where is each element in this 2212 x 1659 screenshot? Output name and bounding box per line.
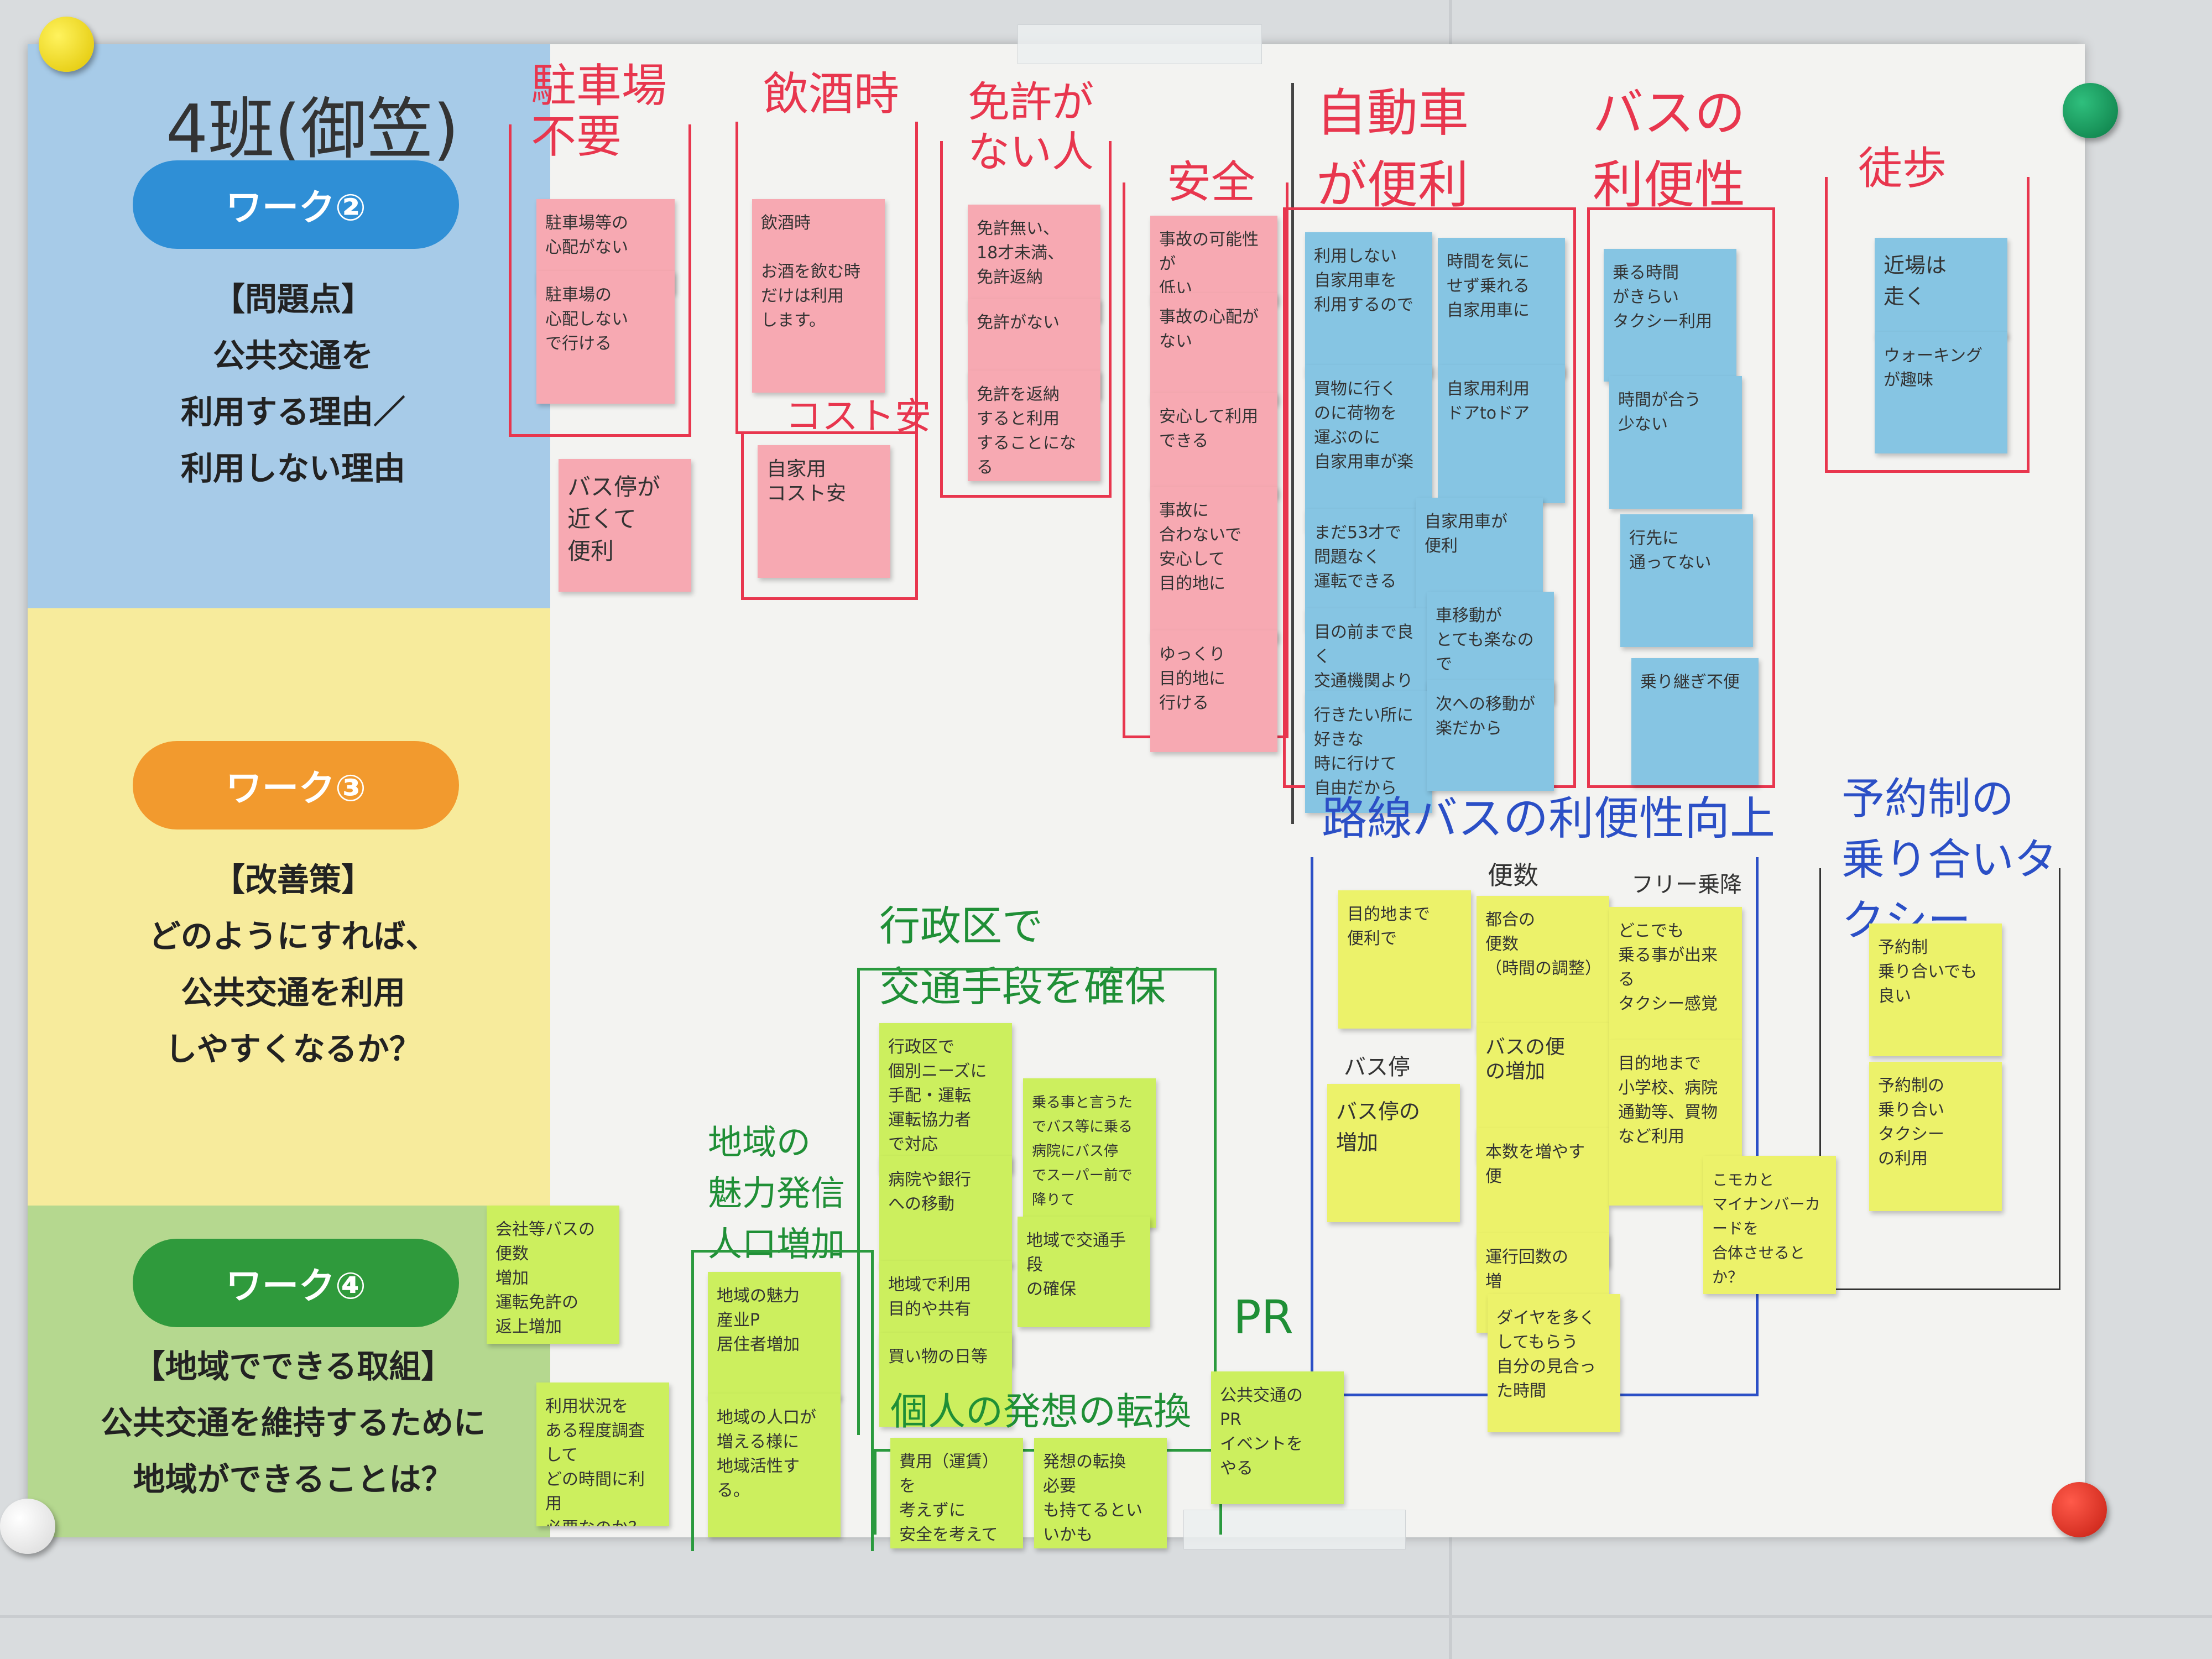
heading-pr: PR xyxy=(1233,1290,1294,1344)
work3-question: 【改善策】 どのようにすれば、 公共交通を利用 しやすくなるか？ xyxy=(148,861,438,1068)
bracket-bus xyxy=(1587,207,1775,788)
sticky-note: 乗り継ぎ不便 xyxy=(1631,658,1759,785)
red-magnet-icon xyxy=(2052,1482,2107,1537)
sticky-note: 公共交通の PR イベントを やる xyxy=(1211,1371,1344,1504)
poster-board: 4班(御笠) ワーク② 【問題点】 公共交通を 利用する理由／ 利用しない理由 … xyxy=(28,24,2085,1551)
band-work2 xyxy=(28,44,550,608)
sticky-note: 乗る事と言うた でバス等に乗る 病院にバス停 でスーパー前で 降りて xyxy=(1023,1078,1156,1228)
sticky-note: 次への移動が 楽だから xyxy=(1427,680,1554,791)
heading-bus: バスの 利便性 xyxy=(1593,84,1746,215)
sticky-note: 地域の魅力 産业P 居住者増加 xyxy=(708,1272,841,1399)
heading-safety: 安全 xyxy=(1167,156,1255,208)
sticky-note: 地域で交通手段 の確保 xyxy=(1018,1217,1150,1327)
tape xyxy=(1018,24,1262,64)
bracket-region xyxy=(691,1250,874,1551)
sticky-note: 利用しない 自家用車を 利用するので xyxy=(1305,232,1432,376)
sticky-note: ダイヤを多くしてもらう 自分の見合った時間 xyxy=(1488,1294,1620,1432)
sticky-note: 乗る時間 がきらい タクシー利用 xyxy=(1604,249,1736,382)
sticky-note: 買い物の日等 xyxy=(879,1333,1012,1427)
sticky-note: 買物に行く のに荷物を 運ぶのに 自家用車が楽 xyxy=(1305,365,1432,531)
heading-cost: コスト安 xyxy=(785,395,931,437)
yellow-magnet-icon xyxy=(39,17,94,72)
bracket-parking xyxy=(509,124,691,437)
band-work3 xyxy=(28,608,550,1206)
sticky-note: バス停の 増加 xyxy=(1327,1084,1460,1222)
sticky-note: ウォーキング が趣味 xyxy=(1875,332,2007,453)
sticky-note: 事故の心配が ない xyxy=(1150,293,1277,404)
sticky-note: こモカと マイナンバーカードを 合体させるとか？ xyxy=(1703,1156,1836,1294)
sticky-note: 近場は 走く xyxy=(1875,238,2007,337)
sticky-note: 予約制 乗り合いでも 良い xyxy=(1869,924,2002,1056)
heading-car: 自動車 が便利 xyxy=(1316,84,1469,215)
sticky-note: 自家用車が 便利 xyxy=(1416,498,1543,608)
work4-pill: ワーク④ xyxy=(133,1239,459,1327)
sticky-note: 費用（運賃）を 考えずに 安全を考えて 交通を考える xyxy=(890,1438,1023,1548)
heading-admin: 行政区で 交通手段を確保 xyxy=(879,902,1166,1011)
heading-mindset: 個人の発想の転換 xyxy=(890,1390,1192,1434)
work2-question: 【問題点】 公共交通を 利用する理由／ 利用しない理由 xyxy=(180,280,405,487)
sticky-note: 事故に 合わないで 安心して 目的地に xyxy=(1150,487,1277,641)
sticky-note: 行先に 通ってない xyxy=(1620,514,1753,647)
sticky-note: どこでも 乗る事が出来る タクシー感覚 xyxy=(1609,907,1742,1040)
heading-free: フリー乗降 xyxy=(1631,872,1742,898)
work4-question: 【地域でできる取組】 公共交通を維持するために 地域ができることは？ xyxy=(100,1348,486,1498)
sticky-note: 発想の転換 必要 も持てるといいかも xyxy=(1034,1438,1167,1548)
sticky-note: バス停が 近くて 便利 xyxy=(559,459,691,592)
sticky-note: 自家用利用 ドアtoドア xyxy=(1438,365,1565,503)
divider-line xyxy=(1291,83,1294,824)
heading-walk: 徒歩 xyxy=(1858,143,1947,194)
bracket-drinking xyxy=(735,122,918,434)
sticky-note: 地域の人口が 増える様に 地域活性する。 xyxy=(708,1394,841,1537)
sticky-note: 行きたい所に好きな 時に行けて 自由だから xyxy=(1305,691,1432,813)
sticky-note: 自家用 コスト安 xyxy=(758,445,890,578)
bracket-reservation xyxy=(1819,868,2060,1290)
sticky-note: 病院や銀行 への移動 xyxy=(879,1156,1012,1266)
white-magnet-icon xyxy=(0,1499,55,1554)
sticky-note: ゆっくり 目的地に 行ける xyxy=(1150,630,1277,752)
wall-seam xyxy=(0,1615,2212,1618)
group-title: 4班(御笠) xyxy=(166,91,459,168)
sticky-note: 安心して利用 できる xyxy=(1150,393,1277,498)
heading-drinking: 飲酒時 xyxy=(763,68,900,121)
bracket-cost xyxy=(741,431,918,600)
bracket-license xyxy=(940,141,1112,498)
heading-route-bus: 路線バスの利便性向上 xyxy=(1322,792,1776,845)
green-magnet-icon xyxy=(2063,83,2118,138)
bracket-admin xyxy=(857,968,1217,1435)
heading-frequency: 便数 xyxy=(1488,860,1538,890)
sticky-note: 行政区で 個別ニーズに 手配・運転 運転協力者 で対応 xyxy=(879,1023,1012,1172)
heading-region: 地域の 魅力発信 人口増加 xyxy=(708,1122,846,1264)
work3-pill: ワーク③ xyxy=(133,741,459,830)
sticky-note: 事故の可能性が 低い xyxy=(1150,216,1277,304)
bracket-walk xyxy=(1825,177,2030,473)
sticky-note: 目的地まで 便利で xyxy=(1338,890,1471,1029)
sticky-note: 免許を返納 すると利用 することになる xyxy=(968,371,1100,481)
heading-stop: バス停 xyxy=(1344,1055,1410,1080)
sticky-note: 時間が合う 少ない xyxy=(1609,376,1742,509)
sticky-note: 予約制の 乗り合い タクシー の利用 xyxy=(1869,1062,2002,1211)
sticky-note: 飲酒時 お酒を飲む時 だけは利用 します。 xyxy=(752,199,885,393)
heading-license: 免許が ない人 xyxy=(968,77,1094,176)
sticky-note: 時間を気に せず乗れる 自家用車に xyxy=(1438,238,1565,376)
sticky-note: 会社等バスの便数 増加 運転免許の 返上増加 xyxy=(487,1206,619,1344)
work2-pill: ワーク② xyxy=(133,160,459,249)
sticky-note: 駐車場の 心配しない で行ける xyxy=(536,271,675,404)
heading-parking: 駐車場 不要 xyxy=(531,60,667,163)
sticky-note: 利用状況を ある程度調査して どの時間に利用 必要なのか？不便な 時間を知ること xyxy=(536,1383,669,1526)
